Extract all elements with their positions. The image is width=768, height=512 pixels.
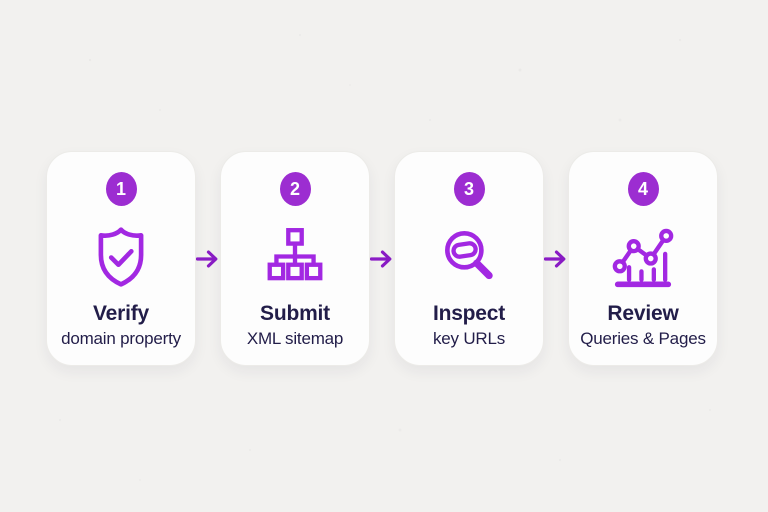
step-number-badge: 1 — [105, 172, 137, 206]
step-title: Inspect — [432, 302, 506, 325]
sitemap-icon — [262, 218, 328, 296]
step-card-submit: 2 Submit XML sitemap — [220, 151, 370, 366]
step-subtitle: XML sitemap — [246, 329, 344, 348]
step-title: Review — [607, 302, 679, 325]
step-number: 3 — [463, 178, 474, 199]
step-number-badge: 2 — [279, 172, 311, 206]
steps-row: 1 Verify domain property 2 — [46, 151, 718, 366]
arrow-right-icon — [370, 249, 394, 269]
step-number-badge: 3 — [453, 172, 485, 206]
step-number: 1 — [115, 178, 126, 199]
step-card-inspect: 3 Inspect key URLs — [394, 151, 544, 366]
step-card-review: 4 Review Queries & Pages — [568, 151, 718, 366]
step-number: 2 — [289, 178, 300, 199]
step-title: Verify — [92, 302, 149, 325]
step-number: 4 — [637, 178, 648, 199]
shield-check-icon — [88, 218, 154, 296]
step-subtitle: domain property — [61, 329, 181, 348]
step-number-badge: 4 — [627, 172, 659, 206]
line-bar-chart-icon — [610, 218, 676, 296]
step-subtitle: key URLs — [432, 329, 506, 348]
magnifier-icon — [436, 218, 502, 296]
step-card-verify: 1 Verify domain property — [46, 151, 196, 366]
arrow-right-icon — [544, 249, 568, 269]
step-title: Submit — [260, 302, 330, 325]
step-subtitle: Queries & Pages — [580, 329, 706, 348]
arrow-right-icon — [196, 249, 220, 269]
